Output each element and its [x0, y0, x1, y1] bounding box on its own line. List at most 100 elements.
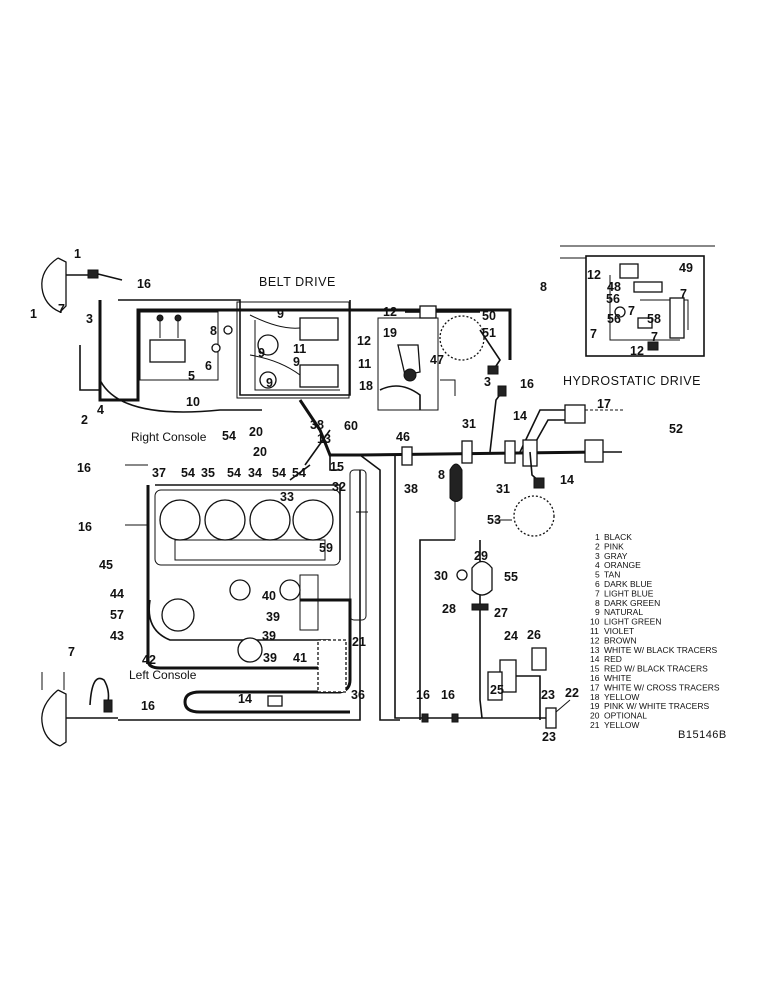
callout: 10 — [186, 395, 200, 409]
callout: 38 — [404, 482, 418, 496]
legend-number: 20 — [590, 711, 600, 721]
callout: 14 — [513, 409, 527, 423]
legend-number: 2 — [595, 541, 600, 551]
hydrostatic-relay-box — [377, 305, 501, 411]
callout: 7 — [590, 327, 597, 341]
callout: 9 — [293, 355, 300, 369]
callout: 12 — [587, 268, 601, 282]
callout: 41 — [293, 651, 307, 665]
callout: 51 — [482, 326, 496, 340]
callout: 4 — [97, 403, 104, 417]
legend-color-name: RED W/ BLACK TRACERS — [604, 664, 708, 674]
belt-drive-panel — [211, 301, 350, 399]
callout: 11 — [293, 342, 306, 356]
callout: 3 — [484, 375, 491, 389]
legend-color-name: WHITE — [604, 673, 632, 683]
callout: 24 — [504, 629, 518, 643]
callout: 14 — [238, 692, 252, 706]
legend-number: 5 — [595, 570, 600, 580]
callout: 13 — [317, 432, 331, 446]
callout: 3 — [86, 312, 93, 326]
callout: 52 — [669, 422, 683, 436]
callout: 9 — [277, 307, 284, 321]
callout: 7 — [58, 302, 65, 316]
callout: 35 — [201, 466, 215, 480]
callout: 46 — [396, 430, 410, 444]
callout: 1 — [74, 247, 81, 261]
callout: 53 — [487, 513, 501, 527]
callout: 12 — [357, 334, 371, 348]
callout: 25 — [490, 683, 504, 697]
callout: 16 — [137, 277, 151, 291]
legend-color-name: BROWN — [604, 635, 637, 645]
callout: 58 — [647, 312, 661, 326]
callout: 27 — [494, 606, 508, 620]
legend-color-name: TAN — [604, 570, 620, 580]
headlight-bottom — [41, 672, 118, 747]
callout: 7 — [651, 330, 658, 344]
left-console-label: Left Console — [129, 668, 197, 682]
callout: 44 — [110, 587, 124, 601]
callout: 54 — [181, 466, 195, 480]
callout: 49 — [679, 261, 693, 275]
callout: 23 — [541, 688, 555, 702]
callout: 28 — [442, 602, 456, 616]
legend-color-name: LIGHT BLUE — [604, 588, 654, 598]
gauge-cluster — [118, 429, 367, 721]
legend-number: 1 — [595, 532, 600, 542]
callout: 14 — [560, 473, 574, 487]
callout: 19 — [383, 326, 397, 340]
legend-color-name: ORANGE — [604, 560, 641, 570]
callout: 17 — [597, 397, 611, 411]
legend-color-name: OPTIONAL — [604, 711, 647, 721]
callout: 6 — [205, 359, 212, 373]
legend-number: 4 — [595, 560, 600, 570]
callout: 60 — [344, 419, 358, 433]
callout: 50 — [482, 309, 496, 323]
callout: 56 — [607, 312, 621, 326]
callout: 36 — [351, 688, 365, 702]
legend-number: 21 — [590, 720, 600, 730]
callout: 37 — [152, 466, 166, 480]
legend-number: 11 — [590, 626, 599, 636]
callout: 30 — [434, 569, 448, 583]
legend-color-name: PINK W/ WHITE TRACERS — [604, 701, 709, 711]
callout: 32 — [332, 480, 346, 494]
callout: 54 — [222, 429, 236, 443]
legend-number: 7 — [595, 588, 600, 598]
legend-color-name: DARK GREEN — [604, 598, 660, 608]
callout: 11 — [358, 357, 371, 371]
callout: 54 — [272, 466, 286, 480]
legend-number: 15 — [590, 664, 600, 674]
callout: 29 — [474, 549, 488, 563]
callout: 18 — [359, 379, 373, 393]
callout: 39 — [266, 610, 280, 624]
legend-number: 13 — [590, 645, 600, 655]
callout: 21 — [352, 635, 366, 649]
callout: 16 — [78, 520, 92, 534]
callout: 2 — [81, 413, 88, 427]
callout: 47 — [430, 353, 444, 367]
legend-number: 9 — [595, 607, 600, 617]
hydrostatic-drive-title: HYDROSTATIC DRIVE — [563, 374, 701, 388]
callout: 16 — [77, 461, 91, 475]
callout: 12 — [383, 305, 397, 319]
legend-color-name: GRAY — [604, 551, 628, 561]
callout: 16 — [520, 377, 534, 391]
legend-color-name: WHITE W/ BLACK TRACERS — [604, 645, 718, 655]
legend-number: 12 — [590, 635, 600, 645]
callout: 9 — [266, 376, 273, 390]
callout: 39 — [262, 629, 276, 643]
callout: 7 — [680, 287, 687, 301]
callout: 57 — [110, 608, 124, 622]
legend-color-name: DARK BLUE — [604, 579, 653, 589]
legend-color-name: WHITE W/ CROSS TRACERS — [604, 682, 720, 692]
callout: 9 — [258, 346, 265, 360]
callout: 16 — [416, 688, 430, 702]
legend-number: 8 — [595, 598, 600, 608]
callout: 48 — [607, 280, 621, 294]
legend-color-name: YELLOW — [604, 720, 639, 730]
callout: 26 — [527, 628, 541, 642]
